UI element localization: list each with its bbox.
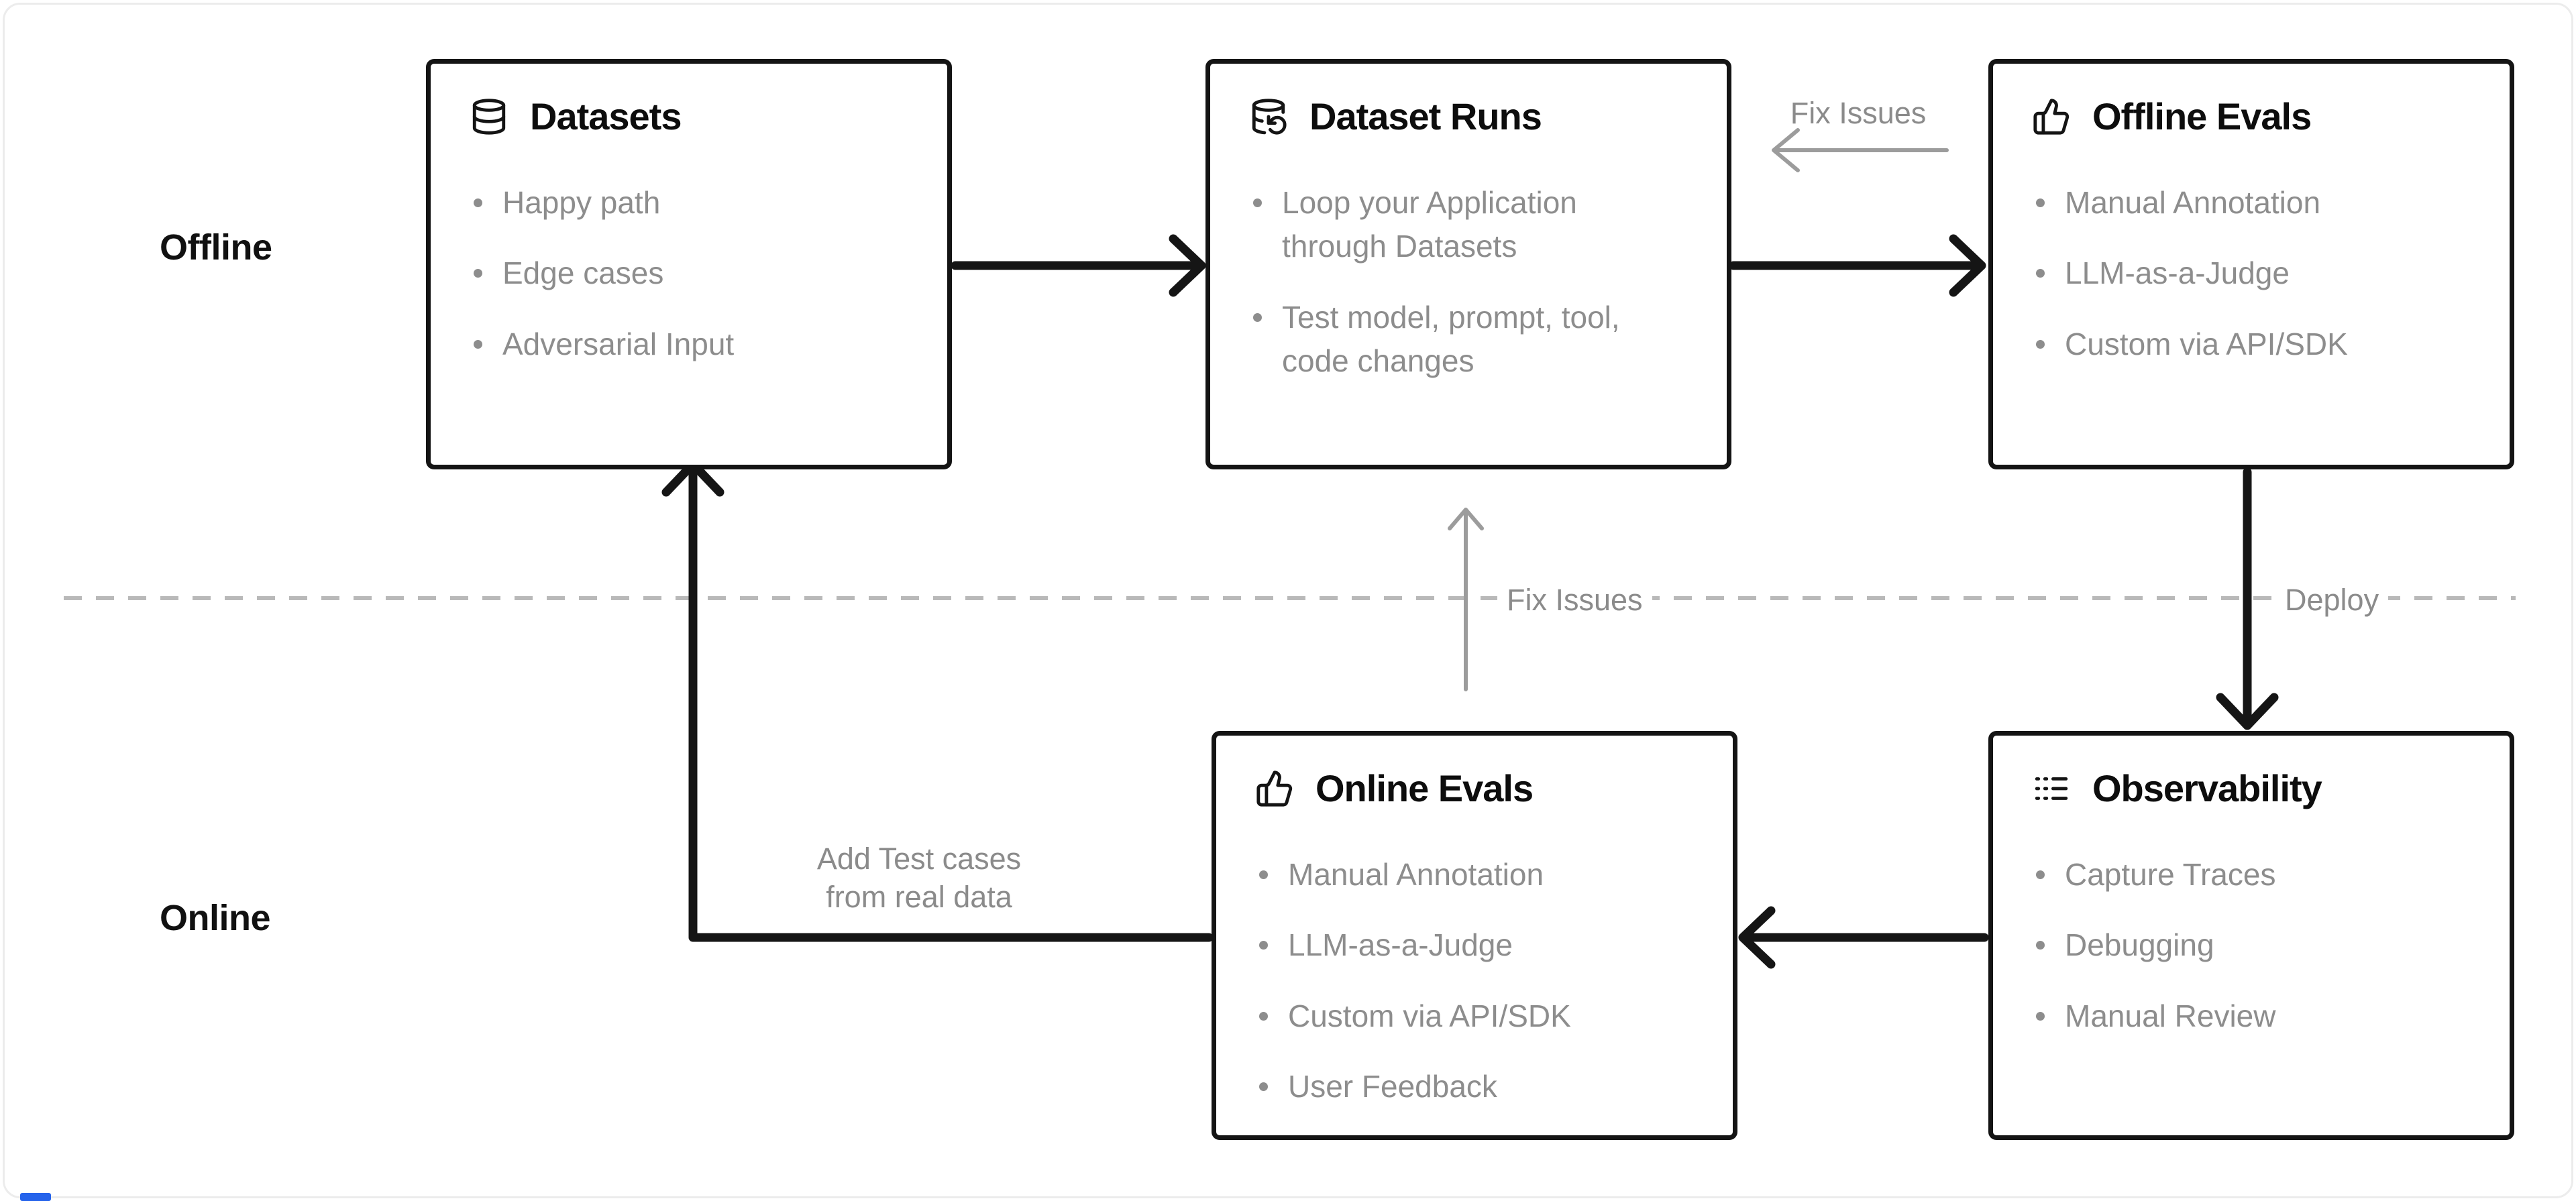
observability-box: Observability Capture Traces Debugging M…: [1988, 731, 2514, 1140]
dataset-runs-list: Loop your Application through Datasets T…: [1249, 181, 1688, 383]
list-item: Custom via API/SDK: [2036, 323, 2471, 366]
list-item: Custom via API/SDK: [1259, 994, 1694, 1038]
bullet-dot: [2036, 870, 2045, 879]
observability-list: Capture Traces Debugging Manual Review: [2032, 853, 2471, 1038]
datasets-box: Datasets Happy path Edge cases Adversari…: [426, 59, 952, 469]
bullet-dot: [2036, 1011, 2045, 1021]
online-section-label: Online: [160, 898, 271, 938]
offline-evals-list: Manual Annotation LLM-as-a-Judge Custom …: [2032, 181, 2471, 366]
list-item: LLM-as-a-Judge: [2036, 251, 2471, 295]
thumbs-up-icon: [2032, 97, 2071, 136]
add-test-cases-label: Add Test cases from real data: [816, 842, 1022, 915]
database-icon: [470, 97, 508, 136]
list-item-text: Manual Annotation: [2065, 185, 2321, 220]
datasets-title: Datasets: [530, 95, 682, 137]
arrow-fix-issues-to-dataset-runs-gray: [1772, 128, 1949, 172]
observability-title: Observability: [2092, 767, 2322, 809]
list-item-text: LLM-as-a-Judge: [1288, 927, 1513, 963]
list-item: Loop your Application through Datasets: [1253, 181, 1688, 269]
bullet-dot: [1259, 1011, 1268, 1021]
bullet-dot: [1259, 941, 1268, 950]
bullet-dot: [2036, 198, 2045, 207]
list-item: Happy path: [474, 181, 908, 225]
list-item: Adversarial Input: [474, 323, 908, 366]
list-item: Debugging: [2036, 923, 2471, 967]
online-evals-header: Online Evals: [1255, 766, 1694, 810]
database-refresh-icon: [1249, 97, 1288, 136]
bullet-dot: [1253, 312, 1262, 322]
arrow-offline-evals-to-observability-deploy: [2216, 467, 2279, 730]
bullet-dot: [1259, 1082, 1268, 1091]
bullet-dot: [2036, 339, 2045, 349]
offline-evals-title: Offline Evals: [2092, 95, 2312, 137]
observability-header: Observability: [2032, 766, 2471, 810]
logs-icon: [2032, 769, 2071, 808]
list-item-text: Capture Traces: [2065, 857, 2276, 892]
online-evals-title: Online Evals: [1316, 767, 1534, 809]
datasets-header: Datasets: [470, 95, 908, 138]
arrow-datasets-to-dataset-runs: [951, 234, 1206, 297]
deploy-label: Deploy: [2275, 577, 2389, 624]
list-item-text: Loop your Application through Datasets: [1282, 185, 1577, 264]
online-evals-list: Manual Annotation LLM-as-a-Judge Custom …: [1255, 853, 1694, 1108]
list-item: Capture Traces: [2036, 853, 2471, 897]
list-item-text: Debugging: [2065, 927, 2214, 963]
bullet-dot: [474, 198, 482, 207]
fix-issues-divider-label: Fix Issues: [1497, 577, 1652, 624]
arrow-observability-to-online-evals: [1738, 906, 1989, 969]
list-item-text: Custom via API/SDK: [2065, 326, 2348, 361]
offline-evals-header: Offline Evals: [2032, 95, 2471, 138]
bullet-dot: [1253, 198, 1262, 207]
list-item: Manual Review: [2036, 994, 2471, 1038]
thumbs-up-icon: [1255, 769, 1294, 808]
list-item: Manual Annotation: [2036, 181, 2471, 225]
online-evals-box: Online Evals Manual Annotation LLM-as-a-…: [1212, 731, 1737, 1140]
list-item-text: LLM-as-a-Judge: [2065, 255, 2290, 291]
list-item-text: Custom via API/SDK: [1288, 998, 1571, 1033]
dataset-runs-box: Dataset Runs Loop your Application throu…: [1205, 59, 1731, 469]
dataset-runs-header: Dataset Runs: [1249, 95, 1688, 138]
offline-section-label: Offline: [160, 227, 272, 268]
list-item-text: Test model, prompt, tool, code changes: [1282, 299, 1620, 378]
list-item-text: Edge cases: [502, 255, 664, 291]
list-item-text: Adversarial Input: [502, 326, 735, 361]
list-item: Manual Annotation: [1259, 853, 1694, 897]
list-item: LLM-as-a-Judge: [1259, 923, 1694, 967]
offline-evals-box: Offline Evals Manual Annotation LLM-as-a…: [1988, 59, 2514, 469]
dataset-runs-title: Dataset Runs: [1309, 95, 1542, 137]
list-item-text: Happy path: [502, 185, 661, 220]
list-item: User Feedback: [1259, 1065, 1694, 1108]
arrow-dataset-runs-to-offline-evals: [1729, 234, 1986, 297]
list-item: Edge cases: [474, 251, 908, 295]
list-item: Test model, prompt, tool, code changes: [1253, 296, 1688, 384]
list-item-text: Manual Review: [2065, 998, 2276, 1033]
bullet-dot: [1259, 870, 1268, 879]
bullet-dot: [2036, 269, 2045, 278]
fix-issues-top-label: Fix Issues: [1790, 96, 1927, 130]
list-item-text: Manual Annotation: [1288, 857, 1544, 892]
bullet-dot: [474, 269, 482, 278]
datasets-list: Happy path Edge cases Adversarial Input: [470, 181, 908, 366]
arrow-fix-issues-up-gray: [1448, 508, 1484, 691]
partial-blue-element: [20, 1193, 51, 1201]
bullet-dot: [2036, 941, 2045, 950]
list-item-text: User Feedback: [1288, 1068, 1497, 1104]
bullet-dot: [474, 339, 482, 349]
